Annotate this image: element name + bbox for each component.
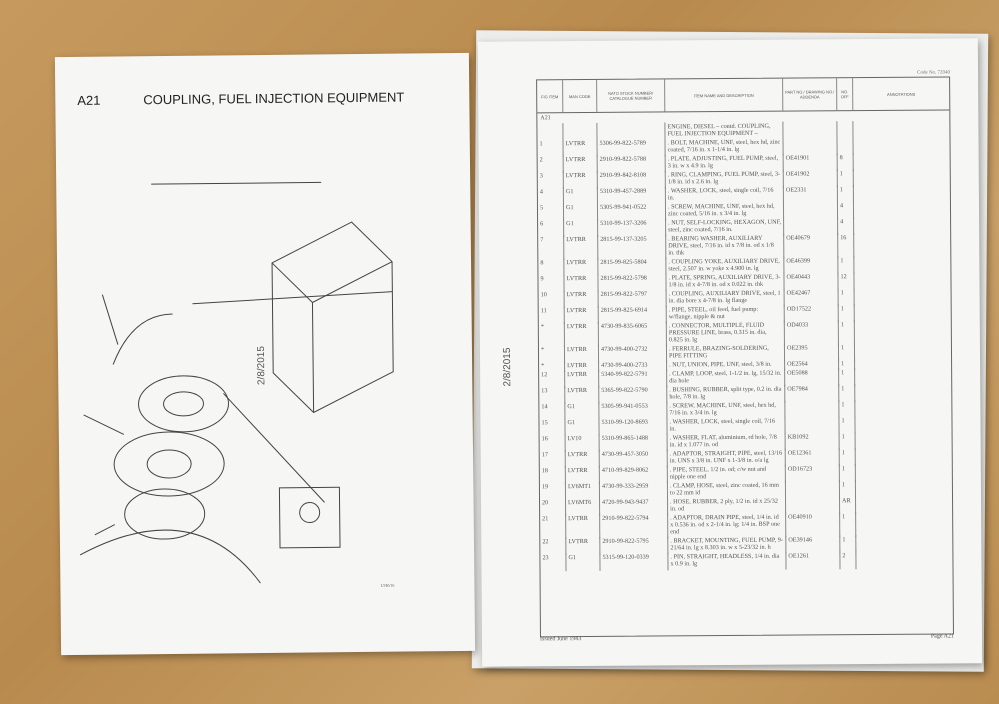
cell-man-code: LVTRR [564,234,599,261]
col-qty: NO. OFF [837,78,854,111]
cell-description: . BEARING WASHER, AUXILIARY DRIVE, steel… [666,233,785,260]
col-part-no: PART NO./ DRAWING NO./ ADDENDA [783,78,838,111]
cell-part-no: OE1261 [786,551,841,570]
page-title: COUPLING, FUEL INJECTION EQUIPMENT [143,89,405,108]
right-page: 2/8/2015 Code No. 72040 FIG ITEM MAN COD… [477,38,983,667]
figure-number: A21 [77,92,101,108]
cell-qty: 1 [840,512,857,538]
parts-table: FIG ITEM MAN CODE NATO STOCK NUMBER/ CAT… [536,76,954,638]
cell-annotation [854,232,950,258]
col-annotations: ANNOTATIONS [887,91,916,97]
cell-nsn: 2910-99-822-5794 [600,513,669,539]
col-fig: FIG ITEM [537,80,564,113]
cell-man-code: LVTRR [564,321,599,348]
cell-fig-item: 7 [538,235,565,261]
cell-description: . CONNECTOR, MULTIPLE, FLUID PRESSURE LI… [666,320,785,347]
cell-annotation [855,319,951,345]
cell-annotation [856,550,952,569]
col-description: ITEM NAME AND DESCRIPTION [665,78,784,112]
cell-qty: 2 [840,551,857,570]
cell-part-no: OE40679 [784,233,839,259]
col-nsn: NATO STOCK NUMBER/ CATALOGUE NUMBER [597,79,666,112]
table-header: FIG ITEM MAN CODE NATO STOCK NUMBER/ CAT… [537,77,950,114]
cell-nsn: 5315-99-120-0339 [600,552,669,571]
cell-annotation [856,511,952,537]
left-page: A21 COUPLING, FUEL INJECTION EQUIPMENT 2… [54,52,476,656]
cell-part-no: OE40910 [786,512,841,538]
cell-description: . ADAPTOR, DRAIN PIPE, steel, 1/4 in. id… [668,512,787,539]
cell-qty: 1 [838,320,855,346]
cell-nsn: 4730-99-835-6065 [598,321,667,347]
drawing-reference: LT40/16 [380,582,395,588]
cell-description: . PIN, STRAIGHT, HEADLESS, 1/4 in. dia x… [668,551,787,571]
code-number: Code No. 72040 [917,70,951,76]
cell-fig-item: * [538,322,565,348]
cell-fig-item: 21 [540,514,567,540]
exploded-parts-drawing [79,181,394,584]
col-man-code: MAN CODE [563,79,598,113]
date-stamp: 2/8/2015 [501,347,514,387]
cell-man-code: G1 [566,552,601,572]
cell-man-code: LVTRR [566,513,601,540]
cell-qty: 16 [838,233,855,259]
cell-nsn: 2815-99-137-3205 [598,234,667,260]
cell-fig-item: 23 [540,553,567,572]
date-stamp: 2/8/2015 [255,346,268,386]
issue-date: Issued June 1983 [539,636,582,643]
page-number: Page A21 [930,633,955,640]
cell-part-no: OD4033 [784,320,839,346]
